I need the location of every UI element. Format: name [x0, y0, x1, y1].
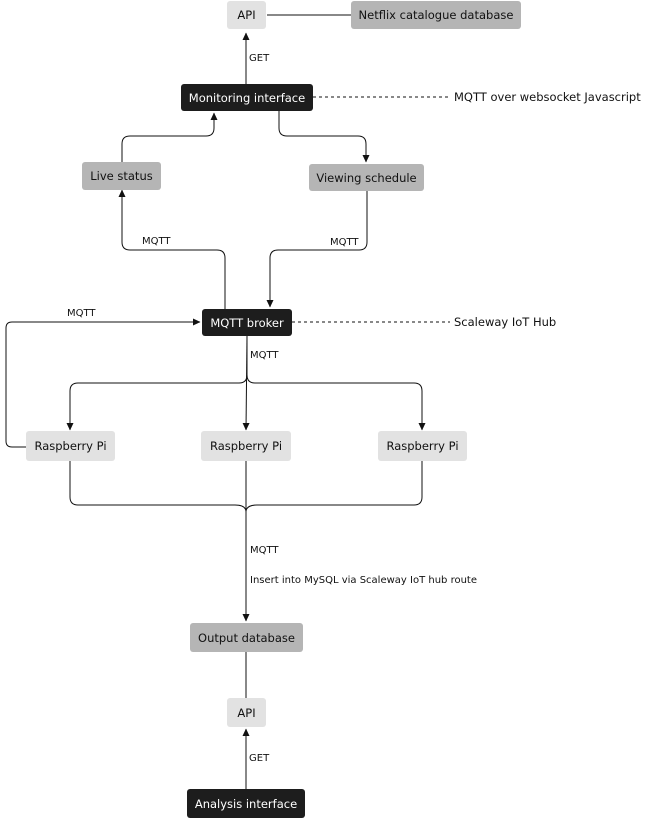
- raspberry-pi-right-node: Raspberry Pi: [378, 431, 467, 461]
- broker-annotation: Scaleway IoT Hub: [454, 315, 557, 329]
- edge-livestatus-monitoring: [121, 112, 218, 162]
- edge-monitoring-viewing: [278, 111, 370, 163]
- analysis-interface-node: Analysis interface: [187, 789, 305, 818]
- netflix-catalogue-database-node: Netflix catalogue database: [351, 1, 521, 29]
- edge-label-mqtt-broker-down: MQTT: [250, 350, 279, 361]
- output-database-node: Output database: [190, 623, 303, 652]
- edge-pis-output: [69, 461, 423, 622]
- mqtt-broker-node: MQTT broker: [202, 309, 292, 336]
- monitoring-interface-node: Monitoring interface: [181, 84, 313, 111]
- edge-broker-livestatus: [118, 189, 226, 309]
- edge-label-insert-mysql: Insert into MySQL via Scaleway IoT hub r…: [250, 575, 477, 586]
- live-status-node: Live status: [82, 162, 161, 190]
- api-top-node: API: [227, 1, 266, 29]
- edge-label-mqtt-viewing-schedule: MQTT: [330, 237, 359, 248]
- edge-label-get-bottom: GET: [249, 753, 270, 764]
- monitoring-annotation: MQTT over websocket Javascript: [454, 90, 641, 104]
- edge-label-mqtt-live-status: MQTT: [142, 236, 171, 247]
- edge-viewing-broker: [266, 191, 368, 308]
- edge-broker-pis: [66, 335, 426, 431]
- edge-pi-broker-loop: [5, 318, 201, 448]
- raspberry-pi-center-node: Raspberry Pi: [201, 431, 291, 461]
- edge-label-mqtt-pi-loop: MQTT: [67, 308, 96, 319]
- api-bottom-node: API: [227, 698, 266, 727]
- edge-label-get-top: GET: [249, 53, 270, 64]
- viewing-schedule-node: Viewing schedule: [309, 164, 424, 191]
- raspberry-pi-left-node: Raspberry Pi: [26, 431, 115, 461]
- edge-label-mqtt-to-output: MQTT: [250, 545, 279, 556]
